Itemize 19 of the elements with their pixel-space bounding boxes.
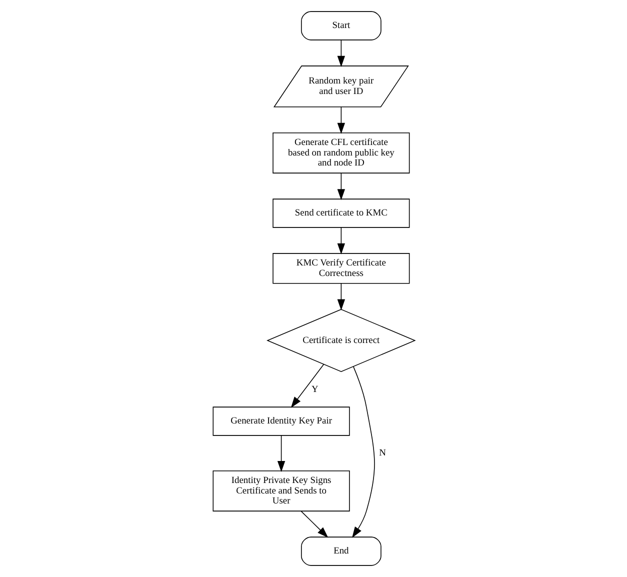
arrow <box>300 510 328 538</box>
node-box: Generate Identity Key Pair <box>212 406 350 436</box>
node-box: End <box>300 536 381 566</box>
edge-label: N <box>378 448 386 459</box>
arrow <box>336 283 345 310</box>
arrow <box>351 366 374 538</box>
edge-label: Y <box>311 384 318 395</box>
node-diamond: Certificate is correct <box>266 308 416 372</box>
node-box: Generate CFL certificate based on random public key and node ID <box>272 132 410 174</box>
arrow <box>336 40 345 67</box>
node-box: Start <box>300 11 381 40</box>
arrow <box>336 106 345 134</box>
arrow <box>336 227 345 254</box>
node-box: Identity Private Key Signs Certificate and Sends to User <box>212 470 350 512</box>
node-box: KMC Verify Certificate Correctness <box>272 253 410 284</box>
arrow <box>290 364 324 408</box>
arrow <box>336 172 345 200</box>
node-box: Send certificate to KMC <box>272 198 410 228</box>
arrow <box>276 435 285 472</box>
